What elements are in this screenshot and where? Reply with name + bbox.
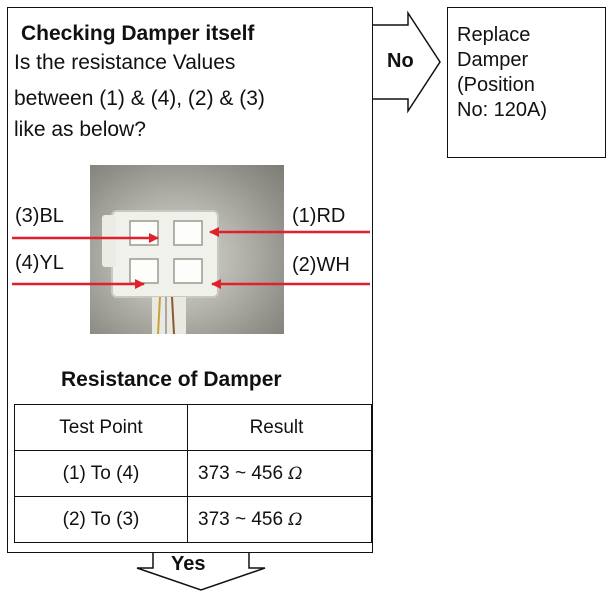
check-damper-box [7,7,373,553]
connector-latch-left [102,215,116,267]
test-point-cell: (2) To (3) [14,496,188,543]
wire-yellow [157,296,161,335]
resistance-table: Test Point Result (1) To (4) 373 ~ 456 Ω… [14,404,372,543]
socket-1 [173,220,203,246]
replace-action-text: Replace Damper (Position No: 120A) [457,23,547,123]
result-value: 373 ~ 456 [198,462,284,484]
action-line-2: Damper [457,49,529,71]
connector-photo [90,165,284,335]
socket-2 [173,258,203,284]
wire-brown [171,296,175,335]
table-row: (2) To (3) 373 ~ 456 Ω [14,496,372,543]
yes-branch-label: Yes [171,553,206,575]
question-line-3: like as below? [14,118,146,141]
action-line-4: No: 120A) [457,99,548,121]
table-header-row: Test Point Result [14,404,372,451]
yes-arrow-icon [136,553,266,591]
result-value: 373 ~ 456 [198,508,284,530]
header-result: Result [187,404,372,451]
no-arrow-icon [373,10,441,114]
no-branch-label: No [387,50,414,72]
ohm-icon: Ω [288,509,303,530]
result-cell: 373 ~ 456 Ω [187,496,372,543]
ohm-icon: Ω [288,463,303,484]
check-title: Checking Damper itself [21,22,255,45]
question-line-1: Is the resistance Values [14,51,236,74]
pin-label-2: (2)WH [292,254,350,276]
header-test-point: Test Point [14,404,188,451]
question-line-2: between (1) & (4), (2) & (3) [14,87,265,110]
pin-label-1: (1)RD [292,205,346,227]
action-line-3: (Position [457,74,535,96]
result-cell: 373 ~ 456 Ω [187,450,372,497]
pin-label-4: (4)YL [15,252,64,274]
replace-damper-box: Replace Damper (Position No: 120A) [447,7,606,158]
pin-label-3: (3)BL [15,205,64,227]
action-line-1: Replace [457,24,531,46]
table-title: Resistance of Damper [61,368,282,391]
connector-illustration [102,210,219,335]
